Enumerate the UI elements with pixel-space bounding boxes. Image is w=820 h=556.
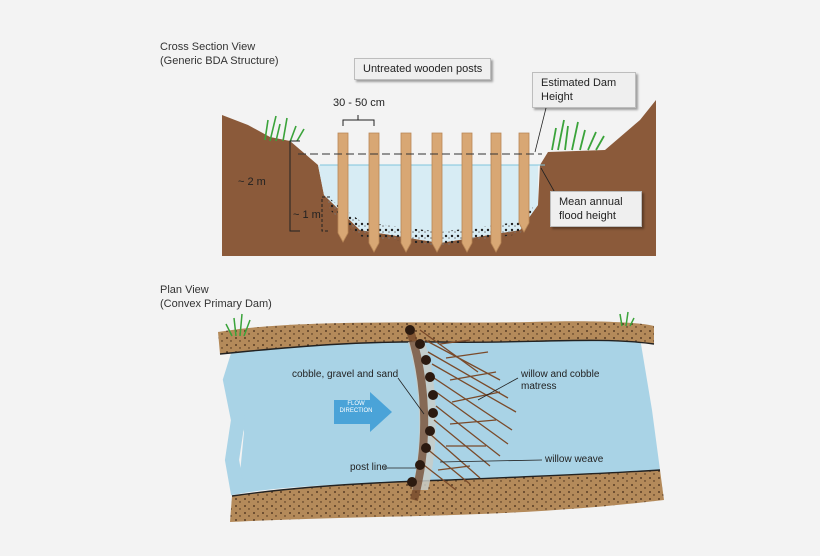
post-dot (428, 408, 438, 418)
dam-height-callout: Estimated Dam Height (532, 72, 636, 108)
weave-leader (439, 459, 543, 463)
post-dot (421, 355, 431, 365)
grass-left-icon (264, 115, 305, 143)
post-dot (415, 339, 425, 349)
cross-section-title: Cross Section View (Generic BDA Structur… (160, 41, 279, 67)
willow-mattress-label: willow and cobble matress (521, 369, 600, 392)
cobble-leader (397, 377, 425, 415)
post-line (405, 325, 438, 487)
post-dot (415, 460, 425, 470)
cobble-label: cobble, gravel and sand (292, 369, 399, 380)
post-line-label: post line (350, 462, 388, 473)
posts-callout: Untreated wooden posts (354, 58, 492, 80)
post-dot (428, 390, 438, 400)
river-water-left-edge (222, 345, 247, 496)
flood-height-callout: Mean annual flood height (550, 191, 642, 227)
depth-bracket-1m (321, 196, 330, 232)
depth-bracket-2m (289, 140, 300, 232)
plan-view-title: Plan View (Convex Primary Dam) (160, 284, 272, 310)
post-dot (405, 325, 415, 335)
cross-section-diagram (222, 100, 656, 256)
post (461, 132, 473, 253)
post (518, 132, 530, 233)
willow-mattress (419, 329, 517, 491)
post-dot (421, 443, 431, 453)
dam-height-leader (534, 103, 548, 153)
flow-direction-arrow-icon (334, 392, 392, 432)
wooden-posts (337, 132, 530, 253)
spacing-bracket (342, 115, 375, 126)
willow-weave (406, 328, 429, 502)
depth-2m-label: ~ 2 m (238, 176, 266, 188)
grass-plan-left-icon (225, 313, 251, 337)
willow-weave-label: willow weave (545, 454, 604, 465)
post (400, 132, 412, 253)
grass-right-icon (551, 119, 605, 151)
grass-plan-right-icon (619, 311, 635, 327)
river-water (234, 338, 660, 494)
flow-direction-label: FLOW DIRECTION (339, 401, 373, 414)
depth-1m-label: ~ 1 m (293, 209, 321, 221)
post (337, 132, 349, 243)
spacing-label: 30 - 50 cm (333, 97, 385, 109)
post-dot (407, 477, 417, 487)
post (431, 132, 443, 253)
mattress-leader (477, 377, 519, 401)
post (368, 132, 380, 253)
plan-view-diagram (218, 311, 664, 522)
post-dot (425, 426, 435, 436)
channel-soil (222, 100, 656, 256)
post (490, 132, 502, 253)
post-dot (425, 372, 435, 382)
